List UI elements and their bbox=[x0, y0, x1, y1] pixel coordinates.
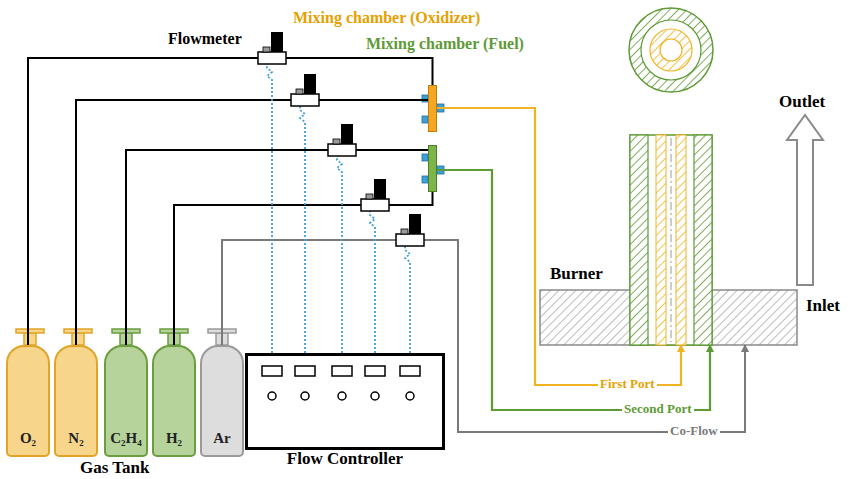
node-label: O₂ bbox=[8, 430, 48, 447]
flow-direction-arrow bbox=[787, 115, 823, 285]
part-label: Flowmeter bbox=[168, 30, 242, 48]
node-label: Mixing chamber (Oxidizer) bbox=[293, 9, 480, 27]
gas-line bbox=[174, 192, 433, 345]
burner: Burner bbox=[540, 262, 797, 345]
gas-cylinder: N₂ bbox=[54, 345, 98, 457]
controller-panel bbox=[262, 366, 420, 400]
gas-line bbox=[126, 150, 428, 345]
control-signal-line bbox=[300, 106, 305, 353]
control-signal-line bbox=[370, 211, 375, 353]
gas-cylinder: Ar bbox=[200, 345, 244, 457]
port-label: Second Port bbox=[622, 402, 694, 417]
flowmeter bbox=[258, 32, 286, 64]
group-label: Gas Tank bbox=[80, 458, 149, 478]
burner-top-view bbox=[629, 8, 713, 92]
node-label: H₂ bbox=[154, 430, 194, 447]
flowmeter-symbols bbox=[258, 32, 424, 353]
gas-line bbox=[28, 58, 433, 345]
flowmeter bbox=[328, 124, 356, 156]
flow-controller: Flow Controller bbox=[245, 353, 445, 450]
node-label: N₂ bbox=[56, 430, 96, 447]
node-label: Mixing chamber (Fuel) bbox=[366, 35, 524, 53]
flowmeter bbox=[396, 214, 424, 246]
port-label: First Port bbox=[598, 377, 657, 392]
control-signal-line bbox=[337, 156, 342, 353]
mixing-chamber: Mixing chamber (Fuel) bbox=[428, 145, 437, 192]
flowmeter bbox=[291, 74, 319, 106]
control-signal-line bbox=[405, 246, 410, 353]
node-label: Ar bbox=[202, 430, 242, 447]
node-label: C₂H₄ bbox=[106, 430, 146, 447]
control-signal-line bbox=[267, 64, 272, 353]
gas-line bbox=[437, 108, 681, 385]
gas-cylinder: C₂H₄ bbox=[104, 345, 148, 457]
direction-label: Outlet bbox=[779, 92, 825, 112]
gas-cylinder: O₂ bbox=[6, 345, 50, 457]
gas-line bbox=[437, 170, 710, 410]
flowmeter bbox=[361, 179, 389, 211]
direction-label: Inlet bbox=[806, 296, 840, 316]
node-label: Burner bbox=[550, 264, 603, 284]
gas-cylinder: H₂ bbox=[152, 345, 196, 457]
burner-section bbox=[540, 135, 797, 345]
port-label: Co-Flow bbox=[668, 424, 720, 439]
node-label: Flow Controller bbox=[228, 449, 462, 469]
gas-line bbox=[222, 240, 745, 432]
mixing-chamber: Mixing chamber (Oxidizer) bbox=[428, 85, 437, 132]
